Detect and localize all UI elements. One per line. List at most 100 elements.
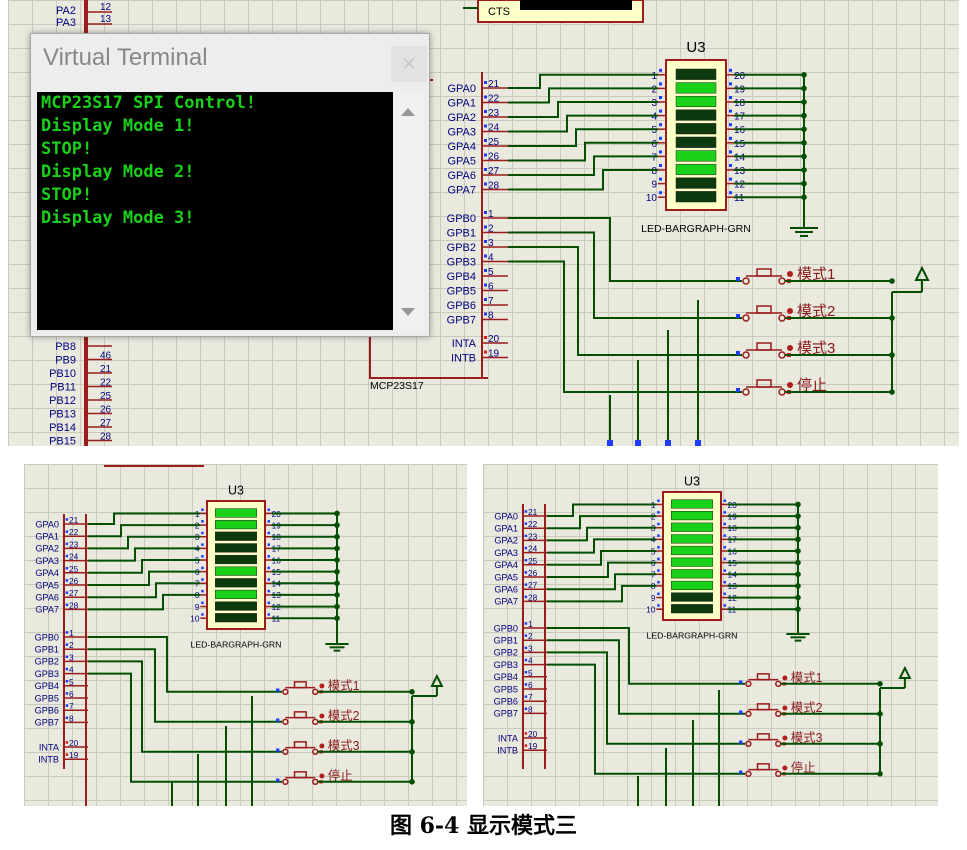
pin-number: 27 [69, 588, 79, 598]
led-segment-on [671, 534, 713, 544]
gpa-to-led-wire [88, 559, 201, 574]
pin-number: 3 [528, 643, 533, 653]
led-segment-off [215, 578, 257, 588]
pin-marker [267, 520, 270, 523]
pin-number: 10 [646, 605, 656, 615]
pin-marker [484, 139, 487, 142]
pin-marker [524, 670, 528, 674]
pin-number: 7 [69, 701, 74, 711]
gpb-to-button-wire [88, 636, 283, 693]
pin-number: 7 [528, 692, 533, 702]
gpb-pin-label: GPB5 [447, 286, 476, 298]
pin-marker [267, 508, 270, 511]
pin-marker [484, 153, 487, 157]
pin-number: 25 [100, 391, 112, 402]
led-segment-off [215, 601, 257, 611]
pin-number: 12 [100, 2, 112, 13]
gpa-to-led-wire [547, 573, 657, 591]
power-terminal-icon [914, 265, 930, 281]
pin-marker [659, 82, 662, 86]
gpa-to-led-wire [547, 515, 657, 530]
pin-marker [484, 81, 487, 84]
pin-number: 25 [488, 137, 500, 148]
pin-number: 27 [100, 418, 112, 429]
gpb-to-button-wire [88, 660, 283, 753]
gpa-to-led-wire [508, 101, 658, 118]
cts-module-display [520, 0, 632, 10]
pin-marker [657, 511, 660, 514]
pin-marker [484, 168, 487, 171]
pin-marker [723, 569, 726, 572]
pin-marker [524, 510, 528, 513]
pin-number: 9 [651, 593, 656, 603]
pin-marker [657, 557, 660, 561]
switch-contact [742, 388, 750, 396]
pin-number: 12 [734, 180, 746, 191]
pin-marker [729, 96, 732, 99]
scroll-down-icon[interactable] [401, 308, 415, 316]
pin-marker [739, 770, 743, 774]
gpb-pin-label: GPB3 [494, 660, 518, 670]
pin-number: 2 [528, 631, 533, 641]
pin-marker [524, 595, 528, 599]
pin-number: 23 [488, 108, 500, 119]
pin-marker [723, 546, 726, 549]
gpa-to-led-wire [88, 535, 201, 550]
gpa-pin-label: GPA3 [494, 548, 518, 558]
terminal-screen: MCP23S17 SPI Control! Display Mode 1! ST… [37, 92, 393, 330]
pin-number: 5 [488, 267, 494, 278]
button-marker [319, 773, 325, 779]
scroll-up-icon[interactable] [401, 108, 415, 116]
close-icon[interactable]: ✕ [391, 46, 427, 82]
pin-marker [723, 592, 726, 596]
gpb-pin-label: GPB4 [447, 271, 476, 283]
pin-number: 25 [69, 564, 79, 574]
pin-marker [267, 566, 270, 570]
pin-number: 23 [69, 539, 79, 549]
led-segment-off [675, 123, 717, 135]
mcu-pin-label: PB14 [49, 422, 76, 434]
pin-number: 13 [100, 14, 112, 25]
pin-marker [201, 589, 204, 593]
gpa-to-led-wire [88, 524, 201, 538]
pin-marker [201, 543, 204, 546]
led-segment-off [675, 177, 717, 189]
wire-junction [334, 510, 340, 517]
pin-marker [267, 555, 270, 558]
terminal-scrollbar[interactable] [393, 92, 423, 330]
pin-marker [524, 646, 528, 650]
gpa-to-led-wire [547, 561, 657, 578]
pin-marker [524, 558, 528, 562]
virtual-terminal-window[interactable]: Virtual Terminal ✕ MCP23S17 SPI Control!… [30, 33, 430, 337]
power-terminal-icon [898, 665, 912, 680]
pin-number: 19 [488, 349, 500, 360]
switch-cap [756, 763, 770, 771]
switch-contact [775, 770, 782, 778]
pin-number: 14 [734, 152, 746, 163]
pin-marker [65, 518, 69, 521]
pin-number: 6 [488, 282, 494, 293]
led-segment-on [215, 520, 257, 530]
mcu-pin-label: PB15 [49, 436, 76, 447]
mcu-pin-label: PB12 [49, 395, 76, 407]
pin-marker [267, 578, 270, 581]
gpb-pin-label: GPB7 [494, 709, 518, 719]
led-segment-off [671, 592, 713, 602]
pin-marker [524, 658, 528, 662]
pin-marker [657, 569, 660, 572]
pin-number: 3 [651, 98, 657, 109]
pin-marker [729, 123, 732, 127]
pin-marker [659, 109, 662, 113]
pin-marker [657, 592, 660, 596]
gpa-pin-label: GPA5 [494, 572, 518, 582]
pin-marker [665, 440, 671, 446]
led-segment-off [215, 613, 257, 623]
int-pin-label: INTB [497, 746, 518, 756]
button-marker [782, 705, 788, 711]
switch-contact [312, 778, 319, 786]
pin-number: 5 [528, 668, 533, 678]
pin-number: 1 [528, 619, 533, 629]
wire-junction [877, 681, 883, 687]
